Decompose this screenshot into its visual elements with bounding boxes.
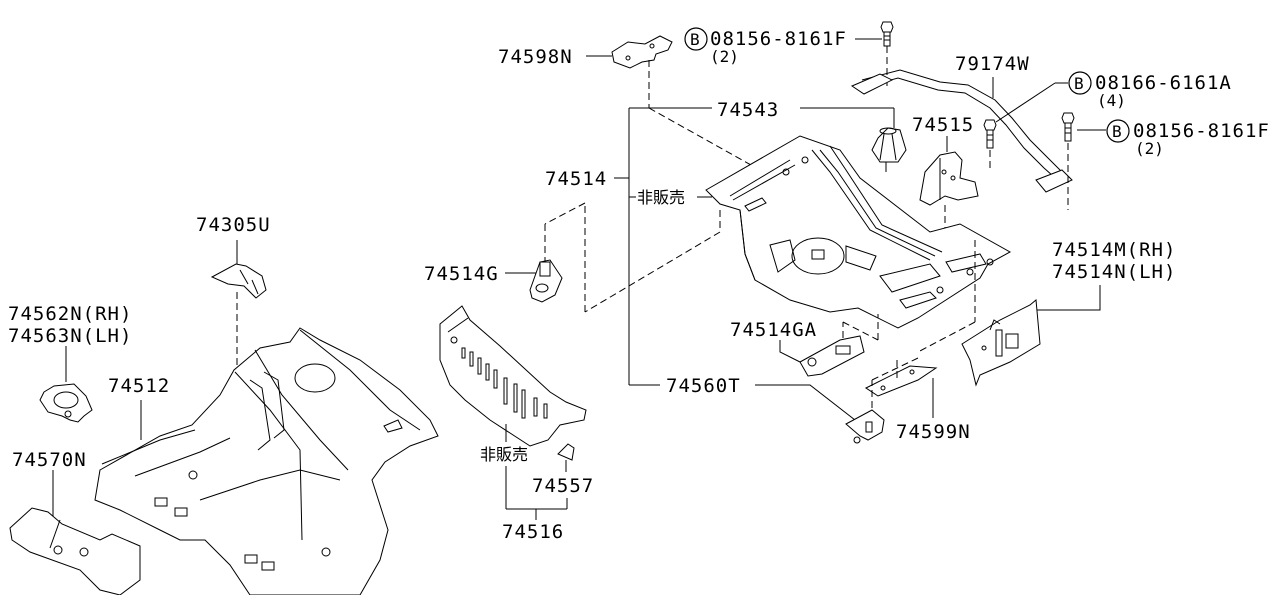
bolt-icon	[1061, 112, 1075, 142]
label-74557: 74557	[532, 475, 594, 497]
label-74599n: 74599N	[896, 421, 971, 443]
label-bolt-08156-8161f-top: 08156-8161F	[710, 28, 847, 50]
bolt-marker-b-icon: B	[1106, 119, 1130, 143]
bolt-marker-b-icon: B	[684, 27, 708, 51]
part-74598n-plate[interactable]	[611, 35, 673, 69]
part-74516-rear-panel[interactable]	[439, 305, 587, 447]
label-bolt-qty-right: (2)	[1135, 139, 1164, 158]
label-74563n-lh: 74563N(LH)	[8, 325, 132, 347]
part-74514-floor-panel[interactable]	[705, 135, 1012, 329]
label-74516: 74516	[502, 521, 564, 543]
svg-text:B: B	[690, 30, 700, 49]
bolt-icon	[880, 21, 894, 47]
label-74512: 74512	[108, 375, 170, 397]
label-not-for-sale-1: 非販売	[637, 188, 685, 207]
part-74599n-plate[interactable]	[865, 365, 938, 397]
bolt-marker-b-icon: B	[1068, 71, 1092, 95]
label-74560t: 74560T	[666, 375, 741, 397]
bolt-icon	[983, 119, 997, 149]
part-74512-floor[interactable]	[94, 327, 439, 595]
label-74305u: 74305U	[196, 214, 271, 236]
part-74514m-side-panel[interactable]	[961, 299, 1041, 387]
label-74514ga: 74514GA	[730, 319, 817, 341]
part-74305u-bracket[interactable]	[210, 263, 267, 299]
part-74543-cone[interactable]	[871, 127, 907, 163]
label-bolt-08156-8161f-right: 08156-8161F	[1133, 120, 1270, 142]
part-74560t-clip[interactable]	[845, 409, 885, 444]
label-74562n-rh: 74562N(RH)	[8, 303, 132, 325]
part-79174w-bar[interactable]	[850, 69, 1073, 193]
part-74515-bracket[interactable]	[919, 151, 979, 206]
part-74514g-bracket[interactable]	[529, 259, 563, 303]
label-bolt-qty-mid: (4)	[1097, 91, 1126, 110]
label-74515: 74515	[912, 114, 974, 136]
part-74557-clip[interactable]	[557, 443, 575, 461]
label-74514g: 74514G	[424, 263, 499, 285]
panel-slots	[461, 347, 548, 419]
label-bolt-08166-6161a: 08166-6161A	[1095, 72, 1232, 94]
label-74514m-rh: 74514M(RH)	[1052, 239, 1176, 261]
part-74514ga-bracket[interactable]	[799, 335, 865, 377]
label-74514n-lh: 74514N(LH)	[1052, 261, 1176, 283]
part-74570n-member[interactable]	[9, 507, 141, 595]
label-74570n: 74570N	[12, 449, 87, 471]
svg-text:B: B	[1074, 74, 1084, 93]
label-74543: 74543	[717, 99, 779, 121]
label-74598n: 74598N	[498, 46, 573, 68]
svg-text:B: B	[1112, 122, 1122, 141]
label-79174w: 79174W	[955, 53, 1030, 75]
label-bolt-qty-top: (2)	[710, 47, 739, 66]
label-not-for-sale-2: 非販売	[480, 445, 528, 464]
part-74562n-gusset[interactable]	[39, 383, 93, 423]
label-74514: 74514	[545, 168, 607, 190]
